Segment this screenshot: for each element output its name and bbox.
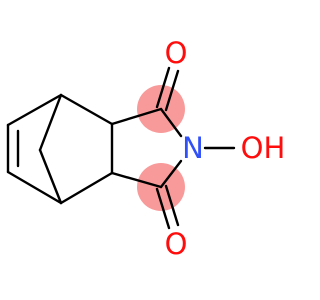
bond-carbonyl-n-top — [159, 107, 183, 138]
bond-c2-carbonyl — [110, 107, 163, 126]
bond-co-bottom-a — [155, 187, 171, 230]
bond-co-top-b — [164, 69, 180, 112]
bond-lines — [6, 66, 236, 230]
bond-co-top-a — [155, 66, 171, 109]
nitrogen-label: N — [182, 131, 204, 165]
bond-c4-c3 — [59, 171, 114, 205]
bond-c1-alkene — [6, 93, 63, 127]
bond-c4-alkene — [6, 170, 63, 205]
oxygen-top-label: O — [165, 36, 188, 70]
oxygen-bottom-label: O — [165, 227, 188, 261]
molecule-canvas: O O N OH — [6, 36, 286, 261]
bond-c1-bridge — [38, 93, 63, 152]
molecule-structure: O O N OH — [6, 36, 286, 261]
bond-c1-c2 — [59, 93, 114, 126]
bond-carbonyl-n-bottom — [159, 159, 183, 189]
bond-c4-bridge — [38, 148, 63, 205]
bond-c3-carbonyl — [110, 171, 163, 189]
bond-co-bottom-b — [164, 184, 180, 227]
hydroxyl-label: OH — [241, 131, 286, 165]
